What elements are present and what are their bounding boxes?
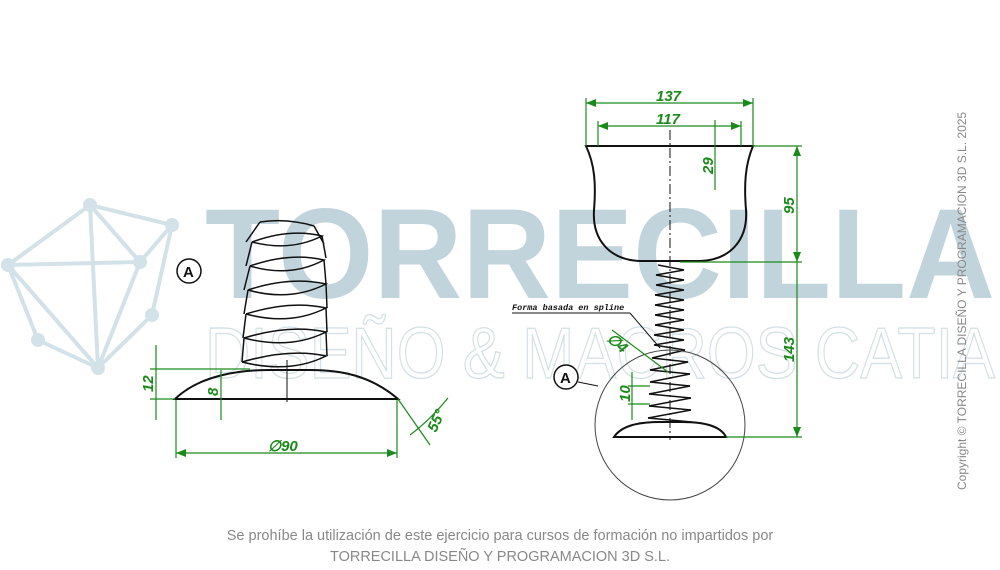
- dim-spring-height: 143: [781, 336, 798, 362]
- detail-circle: [594, 349, 746, 501]
- dim-cup-depth: 29: [700, 157, 717, 175]
- copyright-notice: Copyright © TORRECILLA DISEÑO Y PROGRAMA…: [955, 111, 969, 490]
- detail-label-left: A: [183, 264, 194, 281]
- left-view: 12 8 ∅90 55° A: [140, 219, 450, 458]
- dim-left-diameter: ∅90: [268, 438, 298, 455]
- footer-line-2: TORRECILLA DISEÑO Y PROGRAMACION 3D S.L.: [329, 549, 671, 565]
- watermark-logo-icon: [1, 198, 179, 375]
- detail-marker-right: [553, 364, 579, 390]
- dim-left-height-total: 12: [140, 375, 157, 392]
- footer-line-1: Se prohíbe la utilización de este ejerci…: [226, 528, 774, 544]
- detail-label-right: A: [560, 370, 571, 387]
- right-spring: [647, 264, 693, 423]
- dim-left-height-base: 8: [205, 387, 222, 396]
- dim-top-width-inner: 117: [656, 111, 681, 128]
- cup-outline: [584, 145, 755, 262]
- right-base: [612, 421, 728, 438]
- dim-top-width-outer: 137: [656, 88, 682, 105]
- left-spring: [241, 219, 329, 368]
- dim-cup-height: 95: [781, 197, 798, 214]
- detail-marker-left: [176, 258, 202, 284]
- dim-left-angle: 55°: [424, 406, 449, 435]
- dim-pitch: 10: [617, 385, 634, 402]
- watermark-subtitle: DISEÑO & MACROS CATIA: [205, 314, 995, 394]
- spline-note: Forma basada en spline: [512, 303, 624, 313]
- watermark-brand: TORRECILLA: [205, 183, 995, 326]
- left-base: [172, 369, 401, 400]
